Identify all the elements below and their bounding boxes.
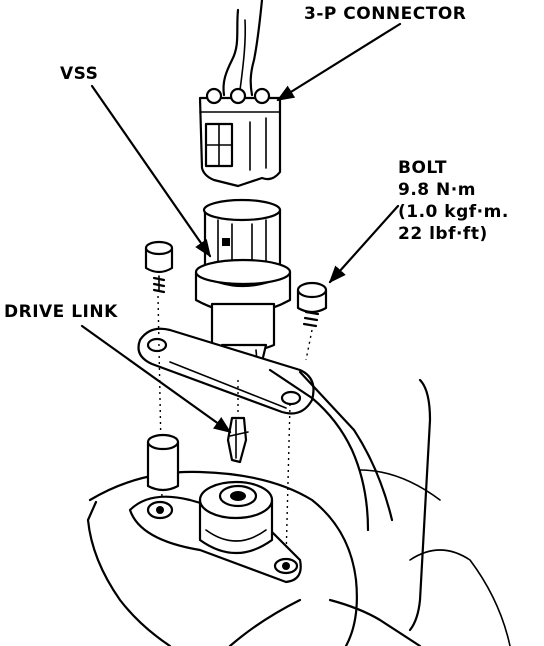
bolt-torque-nm-label: 9.8 N·m xyxy=(398,180,476,200)
wire-harness xyxy=(222,0,264,97)
bolt-torque-lbf-label: 22 lbf·ft) xyxy=(398,224,488,244)
drive-link-label: DRIVE LINK xyxy=(4,302,118,322)
drive-gear-socket xyxy=(198,480,274,555)
three-pin-connector xyxy=(198,87,282,188)
bolt-title-label: BOLT xyxy=(398,158,448,178)
drive-link-part xyxy=(226,416,249,464)
vss-label: VSS xyxy=(60,64,99,84)
connector-label: 3-P CONNECTOR xyxy=(304,4,467,24)
sensor-flange xyxy=(137,327,315,415)
leader-lines xyxy=(80,22,402,434)
bolt-torque-kgf-label: (1.0 kgf·m. xyxy=(398,202,509,222)
bolt-left xyxy=(144,240,174,294)
alignment-lines xyxy=(157,295,313,561)
bolt-right xyxy=(296,281,328,328)
